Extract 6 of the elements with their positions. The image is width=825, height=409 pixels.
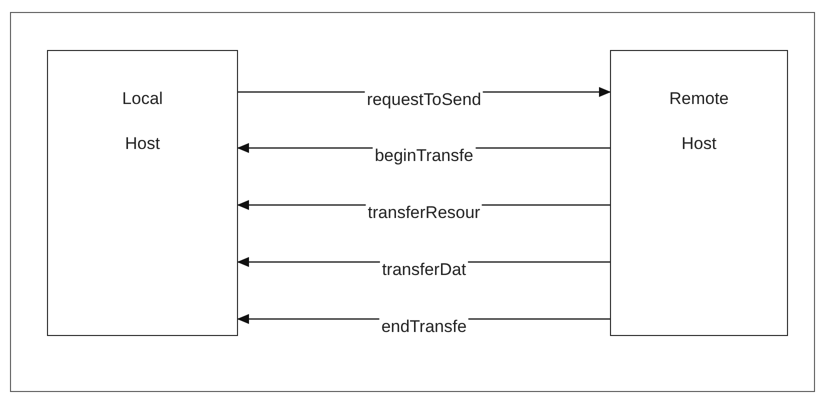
- host-label: Local Host: [121, 88, 164, 155]
- host-box: [610, 50, 788, 336]
- edge-label: requestToSend: [364, 90, 484, 110]
- edge-label: beginTransfe: [372, 146, 476, 166]
- host-box: [47, 50, 238, 336]
- host-label: Remote Host: [668, 88, 730, 155]
